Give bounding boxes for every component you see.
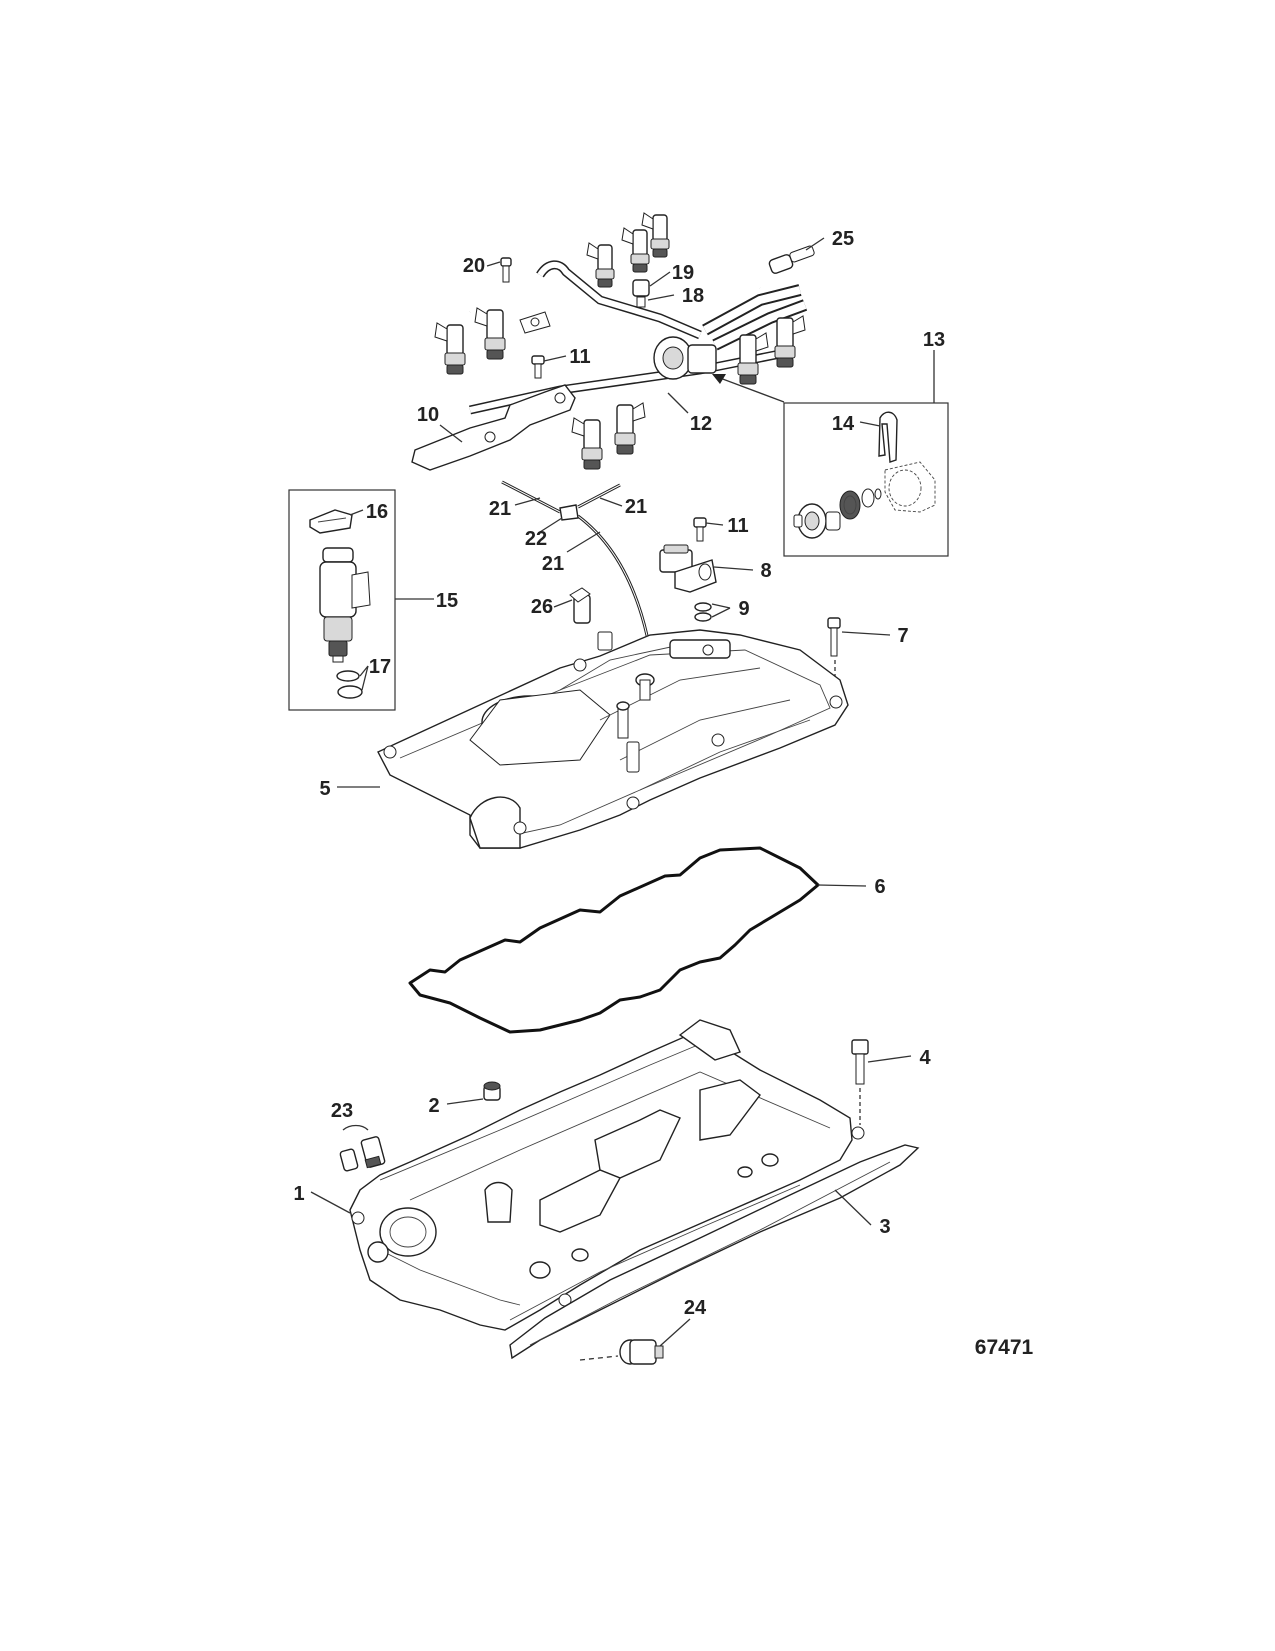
callout-22: 22: [525, 528, 547, 550]
callout-4: 4: [919, 1047, 931, 1069]
bolt-11-top-icon: [531, 355, 545, 379]
callout-26: 26: [531, 596, 553, 618]
fitting-25-icon: [768, 245, 815, 274]
fitting-26-icon: [569, 587, 591, 624]
callout-15: 15: [436, 590, 458, 612]
callout-18: 18: [682, 285, 704, 307]
callout-13: 13: [923, 329, 945, 351]
fitting-18-icon: [636, 296, 646, 308]
cap-19-icon: [632, 279, 650, 297]
fitting-24-icon: [579, 1339, 664, 1365]
arrow-13-icon: [712, 374, 726, 384]
callout-24: 24: [684, 1297, 707, 1319]
callout-8: 8: [760, 560, 771, 582]
callout-21c: 21: [542, 553, 564, 575]
callout-16: 16: [366, 501, 388, 523]
rail-injectors: [434, 212, 806, 470]
callout-6: 6: [874, 876, 885, 898]
detail-box-15: [288, 489, 396, 711]
callout-2: 2: [428, 1095, 439, 1117]
figure-id: 67471: [975, 1336, 1034, 1359]
callout-7: 7: [897, 625, 908, 647]
bolt-4-icon: [851, 1039, 869, 1125]
bolt-20-icon: [500, 257, 512, 283]
callout-9: 9: [738, 598, 749, 620]
leader-13-arrow: [719, 377, 785, 403]
callout-20: 20: [463, 255, 485, 277]
callout-25: 25: [832, 228, 854, 250]
detail-box-13: [783, 402, 949, 557]
callout-3: 3: [879, 1216, 890, 1238]
vacuum-lines: [501, 480, 652, 681]
callout-1: 1: [293, 1183, 304, 1205]
map-sensor-8-icon: [659, 544, 717, 593]
callout-23: 23: [331, 1100, 353, 1122]
callout-10: 10: [417, 404, 439, 426]
callout-17: 17: [369, 656, 391, 678]
callout-12: 12: [690, 413, 712, 435]
callout-14: 14: [832, 413, 855, 435]
side-gasket-3: [509, 1144, 920, 1360]
callout-21b: 21: [625, 496, 647, 518]
bolt-7-icon: [827, 617, 841, 690]
callout-19: 19: [672, 262, 694, 284]
upper-intake-manifold: [377, 629, 849, 849]
leader-lines: [310, 237, 935, 1347]
fuel-rail-assembly: [468, 260, 808, 415]
manifold-gasket: [408, 846, 820, 1034]
callout-5: 5: [319, 778, 330, 800]
plugs-23-icon: [339, 1136, 386, 1172]
rail-bracket: [411, 384, 576, 471]
callout-labels: 1 2 3 4 5 6 7 8 9 10 11 11 12 13 14 15 1…: [293, 228, 945, 1319]
seal-9a-icon: [694, 602, 712, 612]
callout-21a: 21: [489, 498, 511, 520]
lower-intake-manifold: [349, 1019, 865, 1331]
callout-11a: 11: [569, 346, 590, 368]
bolt-11-mid-icon: [693, 517, 707, 542]
plug-2-icon: [483, 1081, 501, 1101]
bracket-hole: [554, 392, 566, 404]
callout-11b: 11: [727, 515, 748, 537]
seal-9b-icon: [694, 612, 712, 622]
bracket-hole: [484, 431, 496, 443]
